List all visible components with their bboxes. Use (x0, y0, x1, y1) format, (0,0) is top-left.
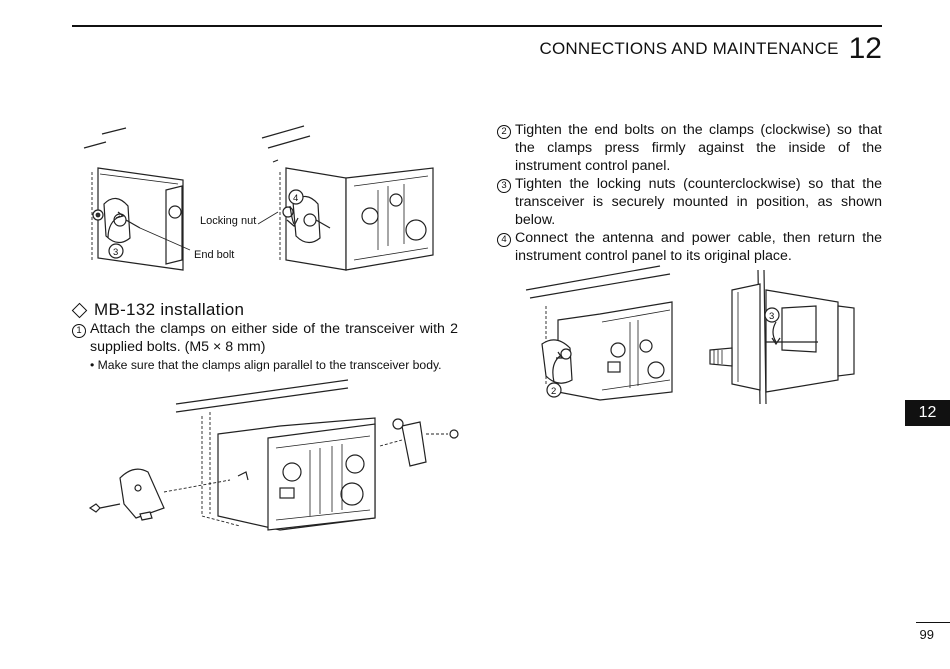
section-heading-text: MB-132 installation (94, 300, 245, 319)
locking-nut-leader (257, 211, 279, 225)
diamond-icon (71, 302, 88, 318)
step-1: 1 Attach the clamps on either side of th… (72, 320, 458, 356)
end-bolt-callout: End bolt (194, 249, 234, 261)
step-text: Tighten the end bolts on the clamps (clo… (515, 122, 882, 174)
figure-marker-3: 3 (113, 247, 118, 258)
chapter-number: 12 (848, 32, 882, 65)
marker-circle (108, 243, 124, 259)
step-2: 2 Tighten the end bolts on the clamps (c… (497, 121, 882, 175)
mounted-unit-illustration (525, 265, 673, 401)
step-3: 3 Tighten the locking nuts (counterclock… (497, 175, 882, 229)
step-text: Connect the antenna and power cable, the… (515, 230, 882, 264)
page-header: CONNECTIONS AND MAINTENANCE 12 (539, 34, 882, 64)
page-number: 99 (919, 627, 934, 642)
step-marker: 3 (497, 179, 511, 193)
section-heading: MB-132 installation (71, 300, 245, 320)
clamp-illustration-left (83, 127, 184, 271)
step-marker: 2 (497, 125, 511, 139)
step-note: • Make sure that the clamps align parall… (90, 358, 442, 372)
step-marker: 1 (72, 324, 86, 338)
locking-nut-callout: Locking nut (200, 215, 256, 227)
top-left-figure: End bolt Locking nut 3 4 (83, 125, 434, 271)
figure-marker-2: 2 (551, 386, 556, 397)
left-steps: 1 Attach the clamps on either side of th… (72, 320, 458, 374)
marker-circle (546, 382, 562, 398)
right-steps: 2 Tighten the end bolts on the clamps (c… (497, 121, 882, 265)
figure-marker-4: 4 (293, 193, 298, 204)
marker-circle (764, 307, 780, 323)
side-view-illustration (709, 269, 855, 405)
footer-rule (916, 622, 950, 623)
step-text: Tighten the locking nuts (counterclockwi… (515, 176, 882, 228)
header-rule (72, 25, 882, 27)
section-title: CONNECTIONS AND MAINTENANCE (539, 39, 839, 58)
chapter-tab: 12 (905, 400, 950, 426)
step-marker: 4 (497, 233, 511, 247)
figure-marker-3: 3 (769, 311, 774, 322)
right-figure: 2 3 (525, 265, 855, 405)
clamp-illustration-right (261, 125, 434, 271)
step-4: 4 Connect the antenna and power cable, t… (497, 229, 882, 265)
marker-circle (288, 189, 304, 205)
exploded-view-figure (88, 379, 459, 531)
end-bolt-leader (139, 227, 191, 251)
step-text: Attach the clamps on either side of the … (90, 321, 458, 355)
